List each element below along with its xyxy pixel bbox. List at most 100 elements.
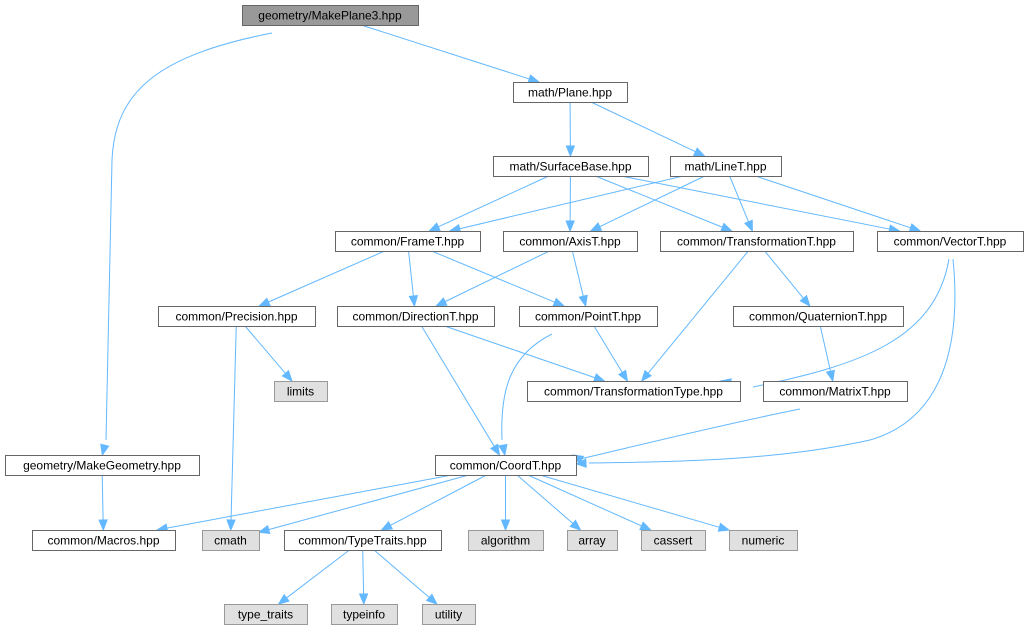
arrowhead-icon [358, 593, 369, 606]
node-box [567, 530, 618, 551]
node-label: type_traits [238, 608, 293, 622]
edge-plane-to-surfacebase [565, 101, 576, 158]
edge-line [105, 32, 273, 441]
edge-line [588, 258, 956, 464]
edge-line [527, 474, 642, 527]
edge-surfacebase-to-axist [565, 175, 575, 233]
node-makeplane3[interactable]: geometry/MakePlane3.hpp [242, 5, 419, 26]
node-label: common/TransformationT.hpp [677, 235, 836, 249]
arrowhead-icon [257, 524, 271, 535]
arrowhead-icon [226, 519, 236, 532]
arrowhead-icon [592, 373, 606, 383]
node-box [527, 381, 741, 402]
node-label: typeinfo [343, 608, 385, 622]
node-box [202, 530, 260, 551]
node-label: geometry/MakeGeometry.hpp [23, 459, 181, 473]
edge-linet-to-framet [448, 175, 684, 234]
edge-matrixt-to-coordt [571, 408, 801, 465]
node-transformationt[interactable]: common/TransformationT.hpp [660, 231, 854, 252]
edge-plane-to-linet [590, 101, 706, 157]
node-label: common/MatrixT.hpp [779, 385, 891, 399]
node-transformationtype[interactable]: common/TransformationType.hpp [527, 381, 741, 402]
edge-line [755, 175, 911, 229]
arrowhead-icon [277, 593, 290, 605]
node-directiont[interactable]: common/DirectionT.hpp [337, 306, 495, 327]
edge-makeplane3-to-plane [361, 24, 541, 84]
node-plane[interactable]: math/Plane.hpp [513, 82, 628, 103]
edge-coordt-to-algorithm [500, 475, 511, 532]
node-framet[interactable]: common/FrameT.hpp [335, 231, 481, 252]
node-typeinfo: typeinfo [331, 604, 398, 625]
node-matrixt[interactable]: common/MatrixT.hpp [763, 381, 908, 402]
edge-line [268, 474, 469, 531]
node-label: common/VectorT.hpp [894, 235, 1007, 249]
node-pointt[interactable]: common/PointT.hpp [519, 306, 658, 327]
node-box [729, 530, 798, 551]
arrowhead-icon [565, 145, 576, 158]
edge-linet-to-vectort [755, 175, 922, 233]
edge-axist-to-pointt [571, 250, 588, 308]
edge-precision-to-limits [244, 325, 293, 383]
node-typetraits[interactable]: common/TypeTraits.hpp [284, 530, 442, 551]
edge-transformationt-to-transformationtype [640, 250, 749, 383]
edge-coordt-to-cmath [257, 474, 469, 535]
node-makegeometry[interactable]: geometry/MakeGeometry.hpp [5, 455, 200, 476]
arrowhead-icon [565, 220, 575, 233]
node-label: common/QuaternionT.hpp [749, 310, 887, 324]
node-box [733, 306, 904, 327]
edge-surfacebase-to-transformationt [595, 175, 733, 232]
node-box [274, 381, 328, 402]
arrowhead-icon [380, 520, 394, 531]
node-box [422, 604, 476, 625]
edge-pointt-to-coordt [498, 333, 553, 457]
edge-framet-to-pointt [431, 250, 566, 307]
node-limits: limits [274, 381, 328, 402]
edge-line [599, 175, 705, 228]
arrowhead-icon [434, 297, 448, 307]
edge-makeplane3-to-makegeometry [100, 32, 273, 457]
edge-coordt-to-typetraits [380, 474, 487, 531]
node-precision[interactable]: common/Precision.hpp [158, 306, 316, 327]
edge-line [373, 549, 430, 598]
node-axist[interactable]: common/AxisT.hpp [503, 231, 638, 252]
edge-axist-to-directiont [434, 250, 550, 307]
edge-linet-to-transformationt [729, 175, 753, 233]
edge-line [390, 474, 487, 526]
node-box [641, 530, 706, 551]
node-label: common/Precision.hpp [175, 310, 297, 324]
node-box [660, 231, 854, 252]
node-numeric: numeric [729, 530, 798, 551]
edge-line [431, 250, 555, 303]
arrowhead-icon [100, 443, 110, 457]
node-vectort[interactable]: common/VectorT.hpp [877, 231, 1024, 252]
node-label: numeric [742, 534, 785, 548]
node-label: cassert [654, 534, 693, 548]
node-coordt[interactable]: common/CoordT.hpp [435, 455, 577, 476]
node-label: common/AxisT.hpp [519, 235, 621, 249]
arrowhead-icon [717, 522, 731, 532]
node-surfacebase[interactable]: math/SurfaceBase.hpp [493, 156, 649, 177]
node-box [763, 381, 908, 402]
node-label: common/FrameT.hpp [351, 235, 465, 249]
node-macros[interactable]: common/Macros.hpp [32, 530, 176, 551]
node-label: common/Macros.hpp [47, 534, 159, 548]
node-cmath: cmath [202, 530, 260, 551]
edge-line [408, 250, 414, 297]
arrowhead-icon [617, 369, 629, 383]
arrowhead-icon [720, 222, 733, 232]
arrowhead-icon [589, 222, 603, 232]
node-label: math/Plane.hpp [528, 86, 612, 100]
node-label: common/DirectionT.hpp [352, 310, 478, 324]
edge-line [268, 250, 385, 303]
edge-line [571, 250, 584, 297]
node-quaterniont[interactable]: common/QuaternionT.hpp [733, 306, 904, 327]
node-box [468, 530, 544, 551]
edge-line [421, 325, 495, 447]
arrowhead-icon [640, 369, 653, 383]
node-box [331, 604, 398, 625]
edge-line [286, 549, 350, 599]
edge-line [819, 325, 832, 372]
node-linet[interactable]: math/LineT.hpp [670, 156, 782, 177]
arrowhead-icon [500, 519, 511, 532]
edge-line [444, 325, 596, 379]
